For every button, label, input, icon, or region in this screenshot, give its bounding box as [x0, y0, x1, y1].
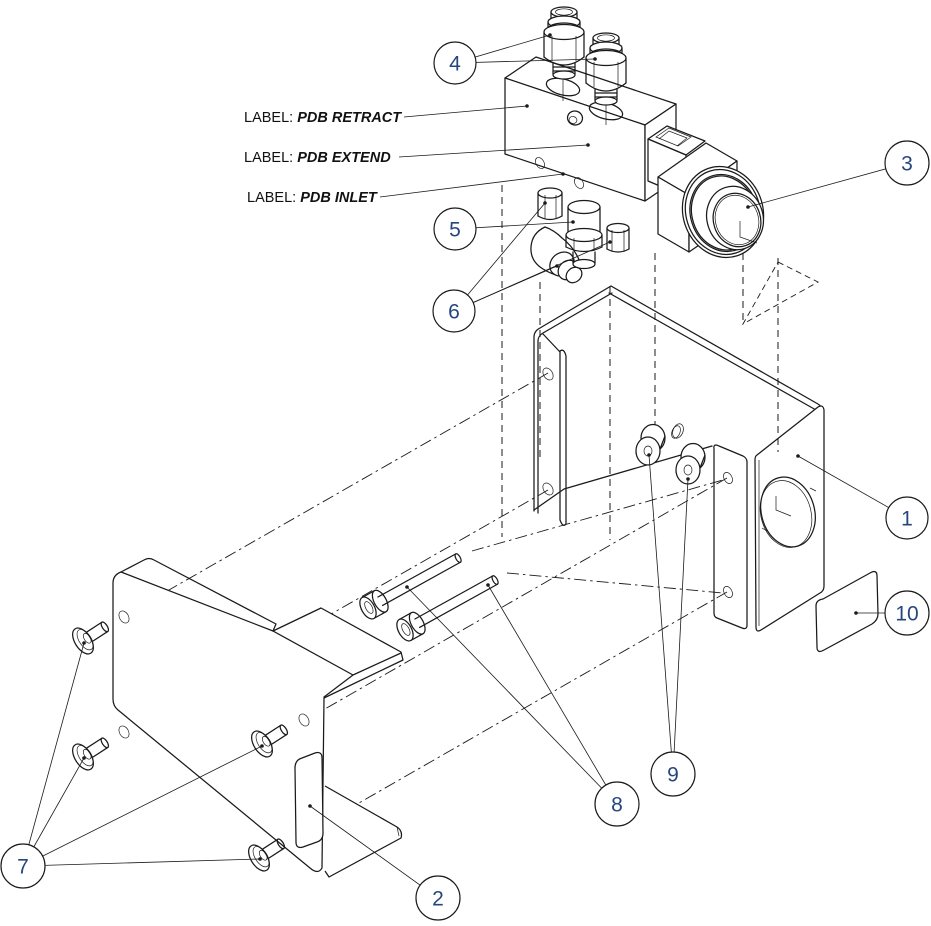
callout-balloon	[433, 41, 477, 85]
callout-number: 10	[895, 603, 918, 626]
callout-number: 2	[432, 888, 444, 911]
push-to-connect-fittings	[543, 6, 627, 106]
callout-number: 1	[901, 508, 913, 531]
callout-balloon	[0, 843, 46, 889]
callout-balloon	[884, 590, 930, 636]
pdb-retract-label: LABEL: PDB RETRACT	[244, 104, 529, 126]
callout-number: 5	[449, 219, 461, 242]
socket-head-screws	[359, 553, 499, 642]
fitting-top-right	[585, 32, 627, 106]
callout-number: 3	[901, 153, 913, 176]
callout-balloon	[594, 781, 640, 827]
callout-4: 4	[433, 33, 597, 85]
callout-number: 8	[611, 794, 623, 817]
callout-5: 5	[433, 207, 575, 251]
callout-7: 7	[0, 641, 264, 889]
callout-2: 2	[308, 804, 461, 921]
hex-fitting-left	[537, 187, 563, 221]
callout-balloon	[650, 751, 696, 797]
bottom-fittings	[530, 187, 630, 284]
centerlines	[147, 185, 819, 816]
regulator-knob	[681, 165, 765, 259]
callout-balloon	[415, 875, 461, 921]
pdb-inlet-label: LABEL: PDB INLET	[247, 172, 565, 206]
elbow-fitting	[530, 226, 583, 284]
main-mounting-bracket	[533, 285, 825, 632]
pdb-extend-label: LABEL: PDB EXTEND	[244, 143, 590, 166]
spacers	[635, 423, 706, 485]
label-text: LABEL: PDB EXTEND	[244, 150, 391, 166]
callout-8: 8	[405, 583, 640, 827]
fitting-top-left	[543, 6, 585, 80]
lower-mounting-bracket	[112, 557, 404, 878]
callout-number: 9	[667, 764, 679, 787]
callout-3: 3	[746, 140, 930, 209]
callout-balloon	[432, 289, 476, 333]
annotation-layer: 4 3 5 6 1 10 7 2 8 9 LABEL: PDB RETRACT LABEL: PDB …	[0, 33, 930, 921]
callout-balloon	[433, 207, 477, 251]
label-plate	[815, 570, 879, 653]
callout-number: 6	[448, 301, 460, 324]
hex-fitting-right	[606, 222, 630, 253]
callout-balloon	[884, 140, 930, 186]
label-text: LABEL: PDB RETRACT	[244, 110, 402, 126]
callout-9: 9	[647, 453, 696, 797]
callout-balloon	[885, 496, 929, 540]
callout-number: 7	[17, 856, 29, 879]
callout-6: 6	[432, 201, 612, 333]
section-direction-triangle	[741, 261, 819, 326]
callout-1: 1	[796, 454, 929, 540]
bracket-slot-tab	[294, 751, 324, 849]
callout-number: 4	[449, 53, 461, 76]
check-valve-fitting	[565, 199, 603, 270]
callout-10: 10	[854, 590, 930, 636]
label-text: LABEL: PDB INLET	[247, 190, 378, 206]
